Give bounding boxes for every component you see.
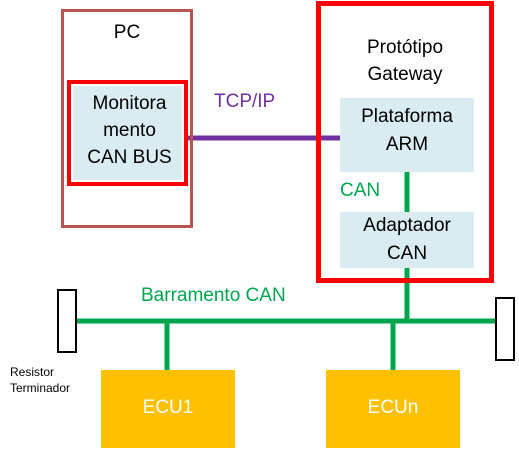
resistor-label-line1: Resistor xyxy=(10,365,55,379)
terminator-resistor-right xyxy=(495,297,515,361)
ecu1-label: ECU1 xyxy=(142,397,194,418)
ecun-box xyxy=(326,370,460,448)
monitor-box xyxy=(73,86,182,180)
gateway-title-line1: Protótipo xyxy=(366,37,444,58)
monitor-label-line3: CAN BUS xyxy=(87,147,172,168)
gateway-title: Protótipo Gateway xyxy=(316,34,494,88)
arm-platform-box xyxy=(340,98,474,172)
monitor-label: Monitora mento CAN BUS xyxy=(73,90,186,171)
monitor-label-line1: Monitora xyxy=(92,93,167,114)
pc-box xyxy=(61,9,193,228)
arm-platform-label: Plataforma ARM xyxy=(340,103,474,159)
can-bus-label: Barramento CAN xyxy=(141,285,286,306)
can-adapter-label: Adaptador CAN xyxy=(340,212,474,268)
monitor-label-line2: mento xyxy=(103,120,156,141)
gateway-title-line2: Gateway xyxy=(367,64,443,85)
pc-title: PC xyxy=(113,22,141,43)
arm-platform-line2: ARM xyxy=(385,134,429,155)
resistor-label: Resistor Terminador xyxy=(10,364,70,396)
resistor-label-line2: Terminador xyxy=(10,381,71,395)
can-adapter-line1: Adaptador xyxy=(363,215,451,236)
ecun-label: ECUn xyxy=(367,397,419,418)
can-label: CAN xyxy=(340,180,381,201)
gateway-box xyxy=(316,1,494,283)
arm-platform-line1: Plataforma xyxy=(361,106,453,127)
terminator-resistor-left xyxy=(57,289,77,353)
tcp-ip-label: TCP/IP xyxy=(214,91,276,112)
can-adapter-line2: CAN xyxy=(386,243,428,264)
ecu1-box xyxy=(101,370,235,448)
can-adapter-box xyxy=(340,212,474,268)
